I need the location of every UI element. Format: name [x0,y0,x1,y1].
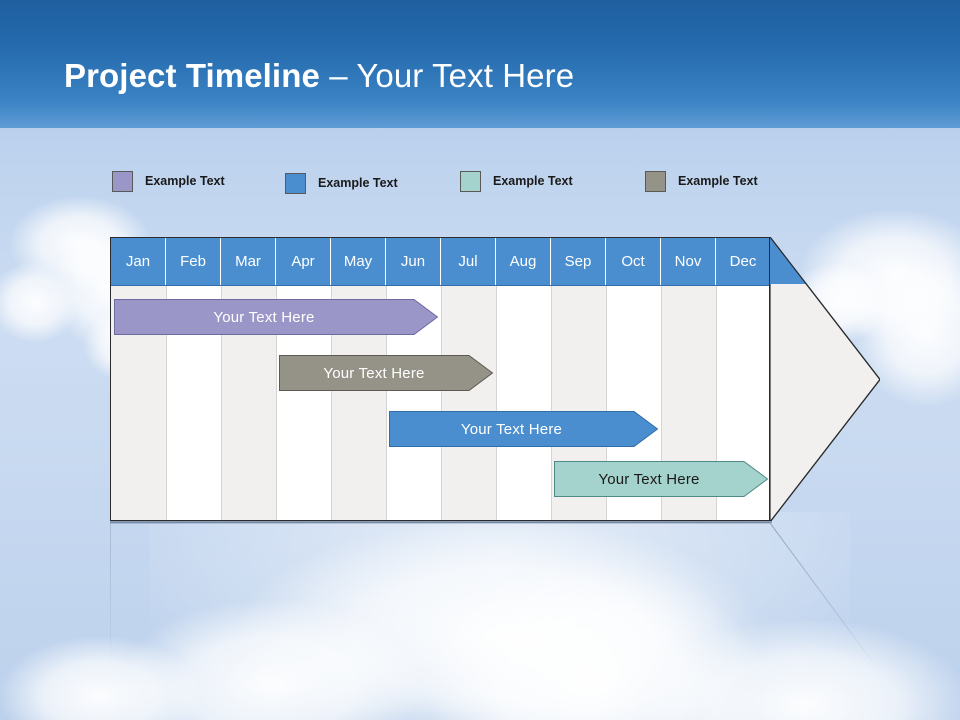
table-base-line [110,520,772,523]
column-separator [221,285,222,521]
cloud-decoration [0,262,80,342]
column-separator [276,285,277,521]
month-header-cell-jan[interactable]: Jan [111,238,166,285]
page-title-bold: Project Timeline [64,57,320,94]
task-bar-label: Your Text Here [598,470,700,488]
cloud-decoration [150,512,850,712]
title-band [0,0,960,128]
legend-item-label: Example Text [678,174,758,188]
column-separator [716,285,717,521]
task-bar[interactable]: Your Text Here [279,355,493,391]
legend-swatch-gray [645,170,666,192]
legend-swatch-purple [112,170,133,192]
month-header-cell-feb[interactable]: Feb [166,238,221,285]
legend-item[interactable]: Example Text [460,167,573,195]
month-header-cell-apr[interactable]: Apr [276,238,331,285]
legend-item[interactable]: Example Text [285,169,398,197]
task-bar-label: Your Text Here [460,420,563,438]
legend-item[interactable]: Example Text [112,167,225,195]
task-bar[interactable]: Your Text Here [114,299,438,335]
month-header-cell-mar[interactable]: Mar [221,238,276,285]
month-header-cell-dec[interactable]: Dec [716,238,769,285]
task-bar-label: Your Text Here [213,308,315,326]
cloud-decoration [430,560,760,720]
month-header-cell-may[interactable]: May [331,238,386,285]
page-title-light: – Your Text Here [319,57,575,94]
page-title: Project Timeline – Your Text Here [64,57,574,95]
month-header-cell-jul[interactable]: Jul [441,238,496,285]
column-separator [606,285,607,521]
month-header-cell-jun[interactable]: Jun [386,238,441,285]
column-separator [331,285,332,521]
legend-swatch-teal [460,170,481,192]
timeline-reflection [110,522,882,672]
cloud-decoration [0,636,200,720]
column-separator [166,285,167,521]
cloud-decoration [640,620,960,720]
month-header-cell-sep[interactable]: Sep [551,238,606,285]
legend-item[interactable]: Example Text [645,167,758,195]
cloud-decoration [240,520,760,720]
month-header-cell-aug[interactable]: Aug [496,238,551,285]
column-separator [551,285,552,521]
task-bar-label: Your Text Here [323,364,425,382]
legend: Example Text Example Text Example Text E… [112,167,812,195]
legend-item-label: Example Text [145,174,225,188]
month-header-cell-nov[interactable]: Nov [661,238,716,285]
column-separator [661,285,662,521]
cloud-decoration [120,600,420,720]
month-header-cell-oct[interactable]: Oct [606,238,661,285]
column-separator [441,285,442,521]
task-bar[interactable]: Your Text Here [389,411,658,447]
legend-item-label: Example Text [493,174,573,188]
legend-swatch-blue [285,172,306,194]
column-separator [496,285,497,521]
header-underline [111,285,769,286]
timeline-arrow-head [770,237,880,522]
column-separator [386,285,387,521]
legend-item-label: Example Text [318,176,398,190]
task-bar[interactable]: Your Text Here [554,461,768,497]
